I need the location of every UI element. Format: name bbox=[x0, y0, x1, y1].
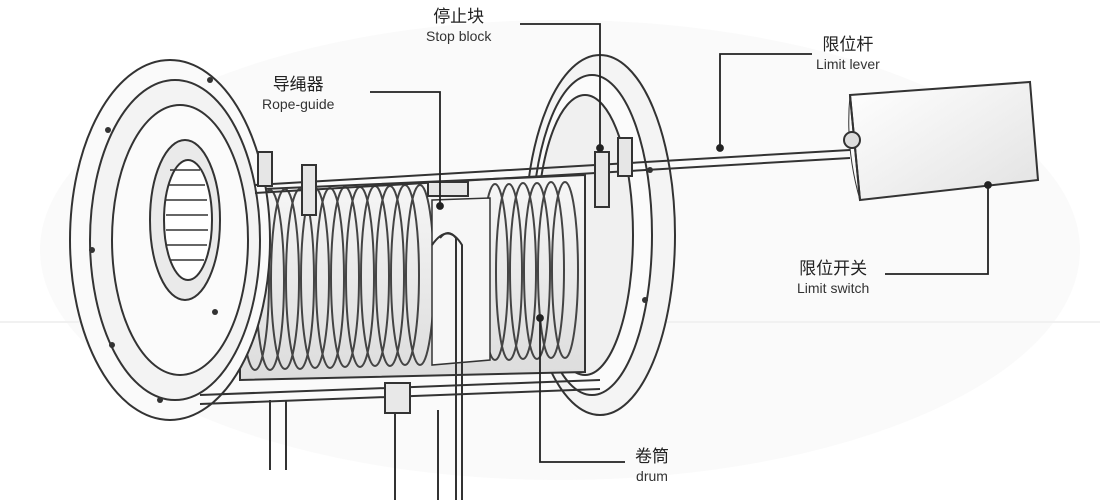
label-stop-block-en: Stop block bbox=[426, 27, 492, 44]
label-limit-lever-en: Limit lever bbox=[816, 55, 880, 72]
leader-limit-lever bbox=[719, 53, 812, 148]
label-limit-switch-zh: 限位开关 bbox=[799, 259, 868, 279]
support-legs bbox=[269, 400, 439, 500]
label-stop-block-zh: 停止块 bbox=[433, 7, 485, 27]
limit-switch-box bbox=[843, 80, 1040, 202]
stop-blocks bbox=[594, 137, 633, 208]
limit-lever-rod bbox=[254, 149, 851, 194]
left-flange bbox=[69, 59, 271, 421]
leader-limit-switch bbox=[885, 185, 989, 275]
label-limit-switch-en: Limit switch bbox=[797, 279, 870, 296]
leader-stop-block bbox=[520, 23, 601, 148]
leader-dot-stop-block bbox=[596, 144, 604, 152]
label-rope-guide-zh: 导绳器 bbox=[272, 75, 324, 95]
leader-dot-limit-switch bbox=[984, 181, 992, 189]
leader-dot-rope-guide bbox=[436, 202, 444, 210]
label-rope-guide: 导绳器 Rope-guide bbox=[262, 75, 335, 112]
flange-bolt-holes bbox=[89, 77, 653, 403]
leader-rope-guide bbox=[370, 91, 441, 206]
label-drum-en: drum bbox=[636, 467, 668, 484]
label-limit-lever: 限位杆 Limit lever bbox=[816, 35, 880, 72]
bottom-clamp bbox=[384, 382, 411, 414]
label-limit-lever-zh: 限位杆 bbox=[822, 35, 874, 55]
label-rope-guide-en: Rope-guide bbox=[262, 95, 335, 112]
label-limit-switch: 限位开关 Limit switch bbox=[797, 259, 870, 296]
spline-shaft bbox=[166, 169, 208, 261]
leader-drum bbox=[539, 318, 625, 463]
hoist-rope bbox=[431, 232, 463, 500]
leader-lines bbox=[370, 23, 992, 463]
label-drum-zh: 卷筒 bbox=[635, 447, 669, 467]
rope-windings-right bbox=[481, 181, 579, 361]
leader-dot-drum bbox=[536, 314, 544, 322]
rope-guide-clamps bbox=[257, 151, 469, 216]
label-drum: 卷筒 drum bbox=[635, 447, 669, 484]
leader-dot-limit-lever bbox=[716, 144, 724, 152]
label-stop-block: 停止块 Stop block bbox=[426, 7, 492, 44]
